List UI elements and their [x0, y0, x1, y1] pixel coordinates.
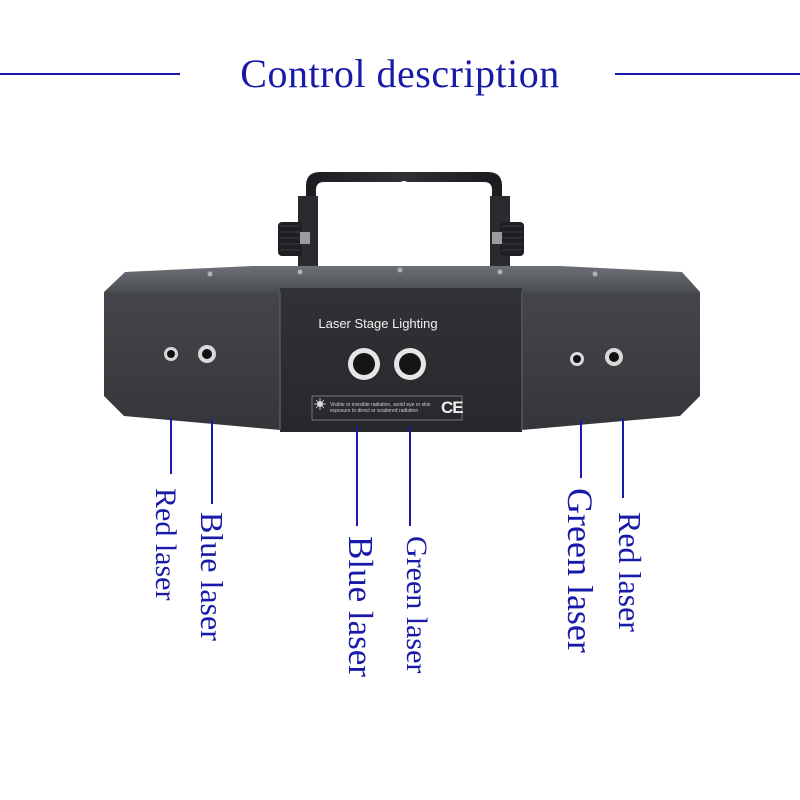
knob-right-icon — [500, 222, 524, 256]
pointer-line-4 — [409, 426, 411, 526]
page-title: Control description — [0, 48, 800, 100]
pointer-line-5 — [580, 420, 582, 478]
warning-text: Visible or invisible radiation, avoid ey… — [330, 402, 431, 414]
pointer-line-2 — [211, 420, 213, 504]
label-red-laser-right: Red laser — [612, 512, 648, 632]
label-blue-laser-left: Blue laser — [194, 512, 230, 641]
device-left-panel — [104, 292, 280, 430]
pointer-line-1 — [170, 418, 172, 474]
header-rule-left — [0, 73, 180, 75]
header-rule-right — [615, 73, 800, 75]
page-title-text: Control description — [228, 51, 572, 96]
pointer-line-3 — [356, 426, 358, 526]
knob-left-icon — [278, 222, 302, 256]
laser-warning-icon — [314, 398, 326, 410]
label-green-laser-right: Green laser — [560, 488, 600, 653]
label-blue-laser-center: Blue laser — [341, 536, 380, 677]
device-caption: Laser Stage Lighting — [318, 316, 438, 331]
device-top-face — [104, 266, 700, 292]
label-red-laser-left: Red laser — [149, 488, 182, 601]
mount-bracket — [306, 172, 502, 246]
label-green-laser-center: Green laser — [400, 536, 433, 674]
warning-sticker — [311, 395, 463, 421]
ce-mark: CE — [441, 398, 464, 417]
pointer-line-6 — [622, 418, 624, 498]
bracket-hole — [398, 181, 410, 193]
